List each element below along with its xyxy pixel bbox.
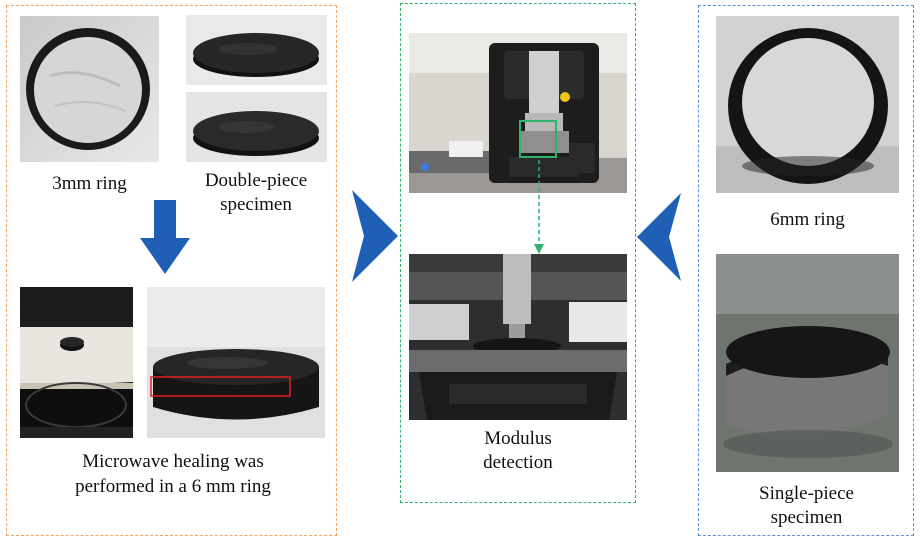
photo-double-piece-bottom [186, 92, 327, 162]
left-panel [6, 5, 337, 536]
down-arrow-icon [140, 200, 190, 274]
measurement-zone-highlight [519, 120, 557, 158]
caption-6mm-ring: 6mm ring [770, 209, 845, 230]
left-arrow-icon [637, 193, 681, 281]
right-arrow-icon [352, 190, 398, 282]
caption-double-piece-line1: Double-piece [204, 170, 308, 191]
caption-microwave-line1: Microwave healing was [82, 451, 264, 472]
right-panel [698, 5, 914, 536]
healing-zone-highlight [150, 376, 291, 397]
caption-3mm-ring: 3mm ring [52, 173, 127, 194]
photo-healed-specimen [147, 287, 325, 438]
caption-single-piece-line2: specimen [770, 507, 843, 528]
zoom-connector-arrow-icon [534, 160, 544, 254]
photo-double-piece-top [186, 15, 327, 85]
center-panel [400, 3, 636, 503]
caption-single-piece-line1: Single-piece [759, 483, 854, 504]
photo-3mm-ring [20, 16, 159, 162]
caption-microwave-line2: performed in a 6 mm ring [75, 476, 271, 497]
photo-rheometer [409, 33, 627, 193]
photo-microwave [20, 287, 133, 438]
photo-rheometer-closeup [409, 254, 627, 420]
caption-double-piece-line2: specimen [220, 194, 292, 215]
photo-6mm-ring [716, 16, 899, 193]
photo-single-piece [716, 254, 899, 472]
caption-modulus-line2: detection [483, 452, 553, 473]
caption-modulus-line1: Modulus [484, 428, 552, 449]
